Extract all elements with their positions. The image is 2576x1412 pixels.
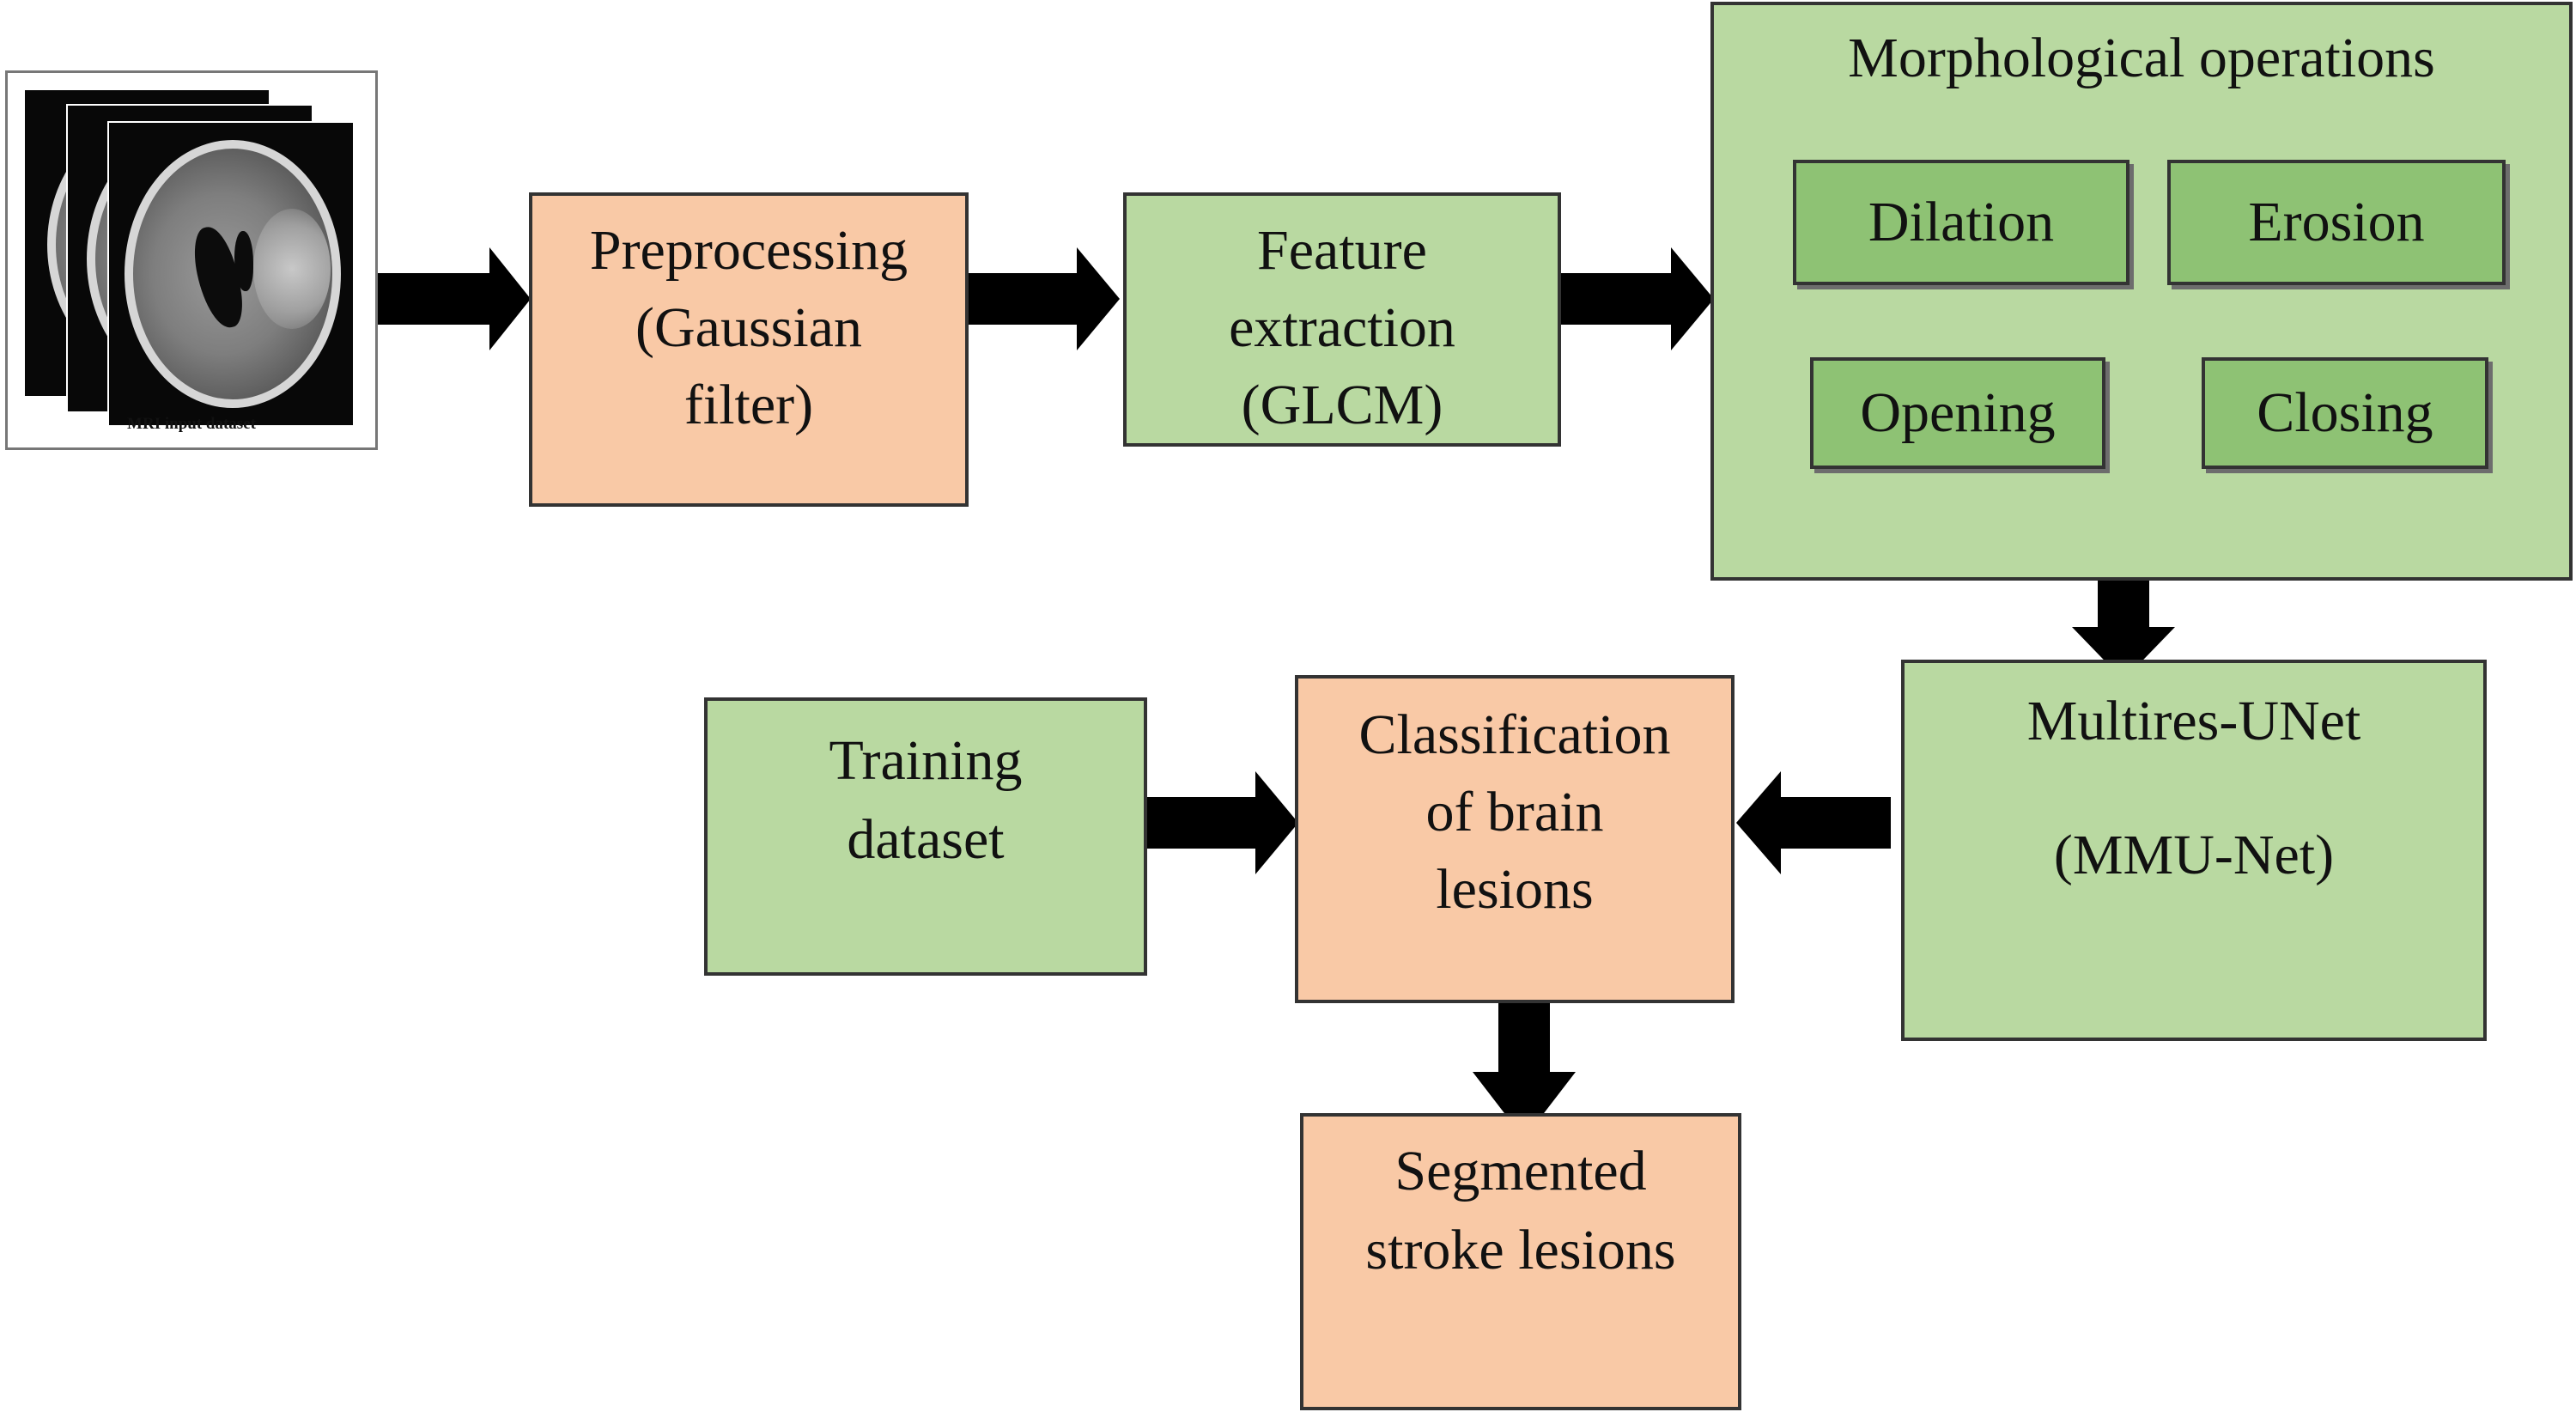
opening-label: Opening: [1860, 381, 2056, 444]
dilation-label: Dilation: [1868, 191, 2055, 253]
closing-box: Closing: [2202, 357, 2488, 469]
preprocessing-line-3: filter): [683, 374, 814, 436]
segmented-line-2: stroke lesions: [1365, 1219, 1676, 1281]
dilation-box: Dilation: [1793, 160, 2129, 285]
segmented-line-1: Segmented: [1394, 1140, 1647, 1202]
feature-extraction-line-3: (GLCM): [1241, 374, 1443, 436]
training-dataset-box: Training dataset: [704, 697, 1147, 976]
multires-unet-line-2: (MMU-Net): [2053, 824, 2335, 886]
training-line-2: dataset: [847, 808, 1005, 871]
erosion-label: Erosion: [2248, 191, 2425, 253]
arrow-preprocessing-to-feature: [967, 247, 1120, 350]
mri-slice-front: [107, 121, 355, 427]
preprocessing-line-1: Preprocessing: [589, 219, 908, 282]
morphological-operations-box: Morphological operations Dilation Erosio…: [1710, 2, 2573, 581]
arrow-morphological-to-multires: [2072, 577, 2175, 680]
opening-box: Opening: [1810, 357, 2105, 469]
training-line-1: Training: [829, 729, 1023, 792]
arrow-training-to-classification: [1145, 771, 1298, 874]
closing-label: Closing: [2257, 381, 2433, 444]
arrow-feature-to-morphological: [1559, 247, 1714, 350]
classification-line-1: Classification: [1358, 703, 1671, 766]
segmented-box: Segmented stroke lesions: [1300, 1113, 1741, 1410]
classification-line-3: lesions: [1436, 858, 1594, 921]
preprocessing-line-2: (Gaussian: [635, 296, 862, 359]
multires-unet-line-1: Multires-UNet: [2026, 690, 2361, 752]
classification-box: Classification of brain lesions: [1295, 675, 1735, 1003]
mri-input-image: MRI input dataset: [5, 70, 378, 450]
arrow-mri-to-preprocessing: [378, 247, 531, 350]
morphological-title: Morphological operations: [1848, 27, 2435, 89]
preprocessing-box: Preprocessing (Gaussian filter): [529, 192, 969, 507]
classification-line-2: of brain: [1425, 781, 1604, 843]
feature-extraction-line-2: extraction: [1229, 296, 1455, 359]
arrow-classification-to-segmented: [1473, 1001, 1576, 1139]
mri-caption: MRI input dataset: [127, 415, 256, 433]
multires-unet-box: Multires-UNet (MMU-Net): [1901, 660, 2487, 1041]
feature-extraction-line-1: Feature: [1257, 219, 1427, 282]
arrow-multires-to-classification: [1736, 771, 1891, 874]
erosion-box: Erosion: [2167, 160, 2506, 285]
feature-extraction-box: Feature extraction (GLCM): [1123, 192, 1561, 447]
